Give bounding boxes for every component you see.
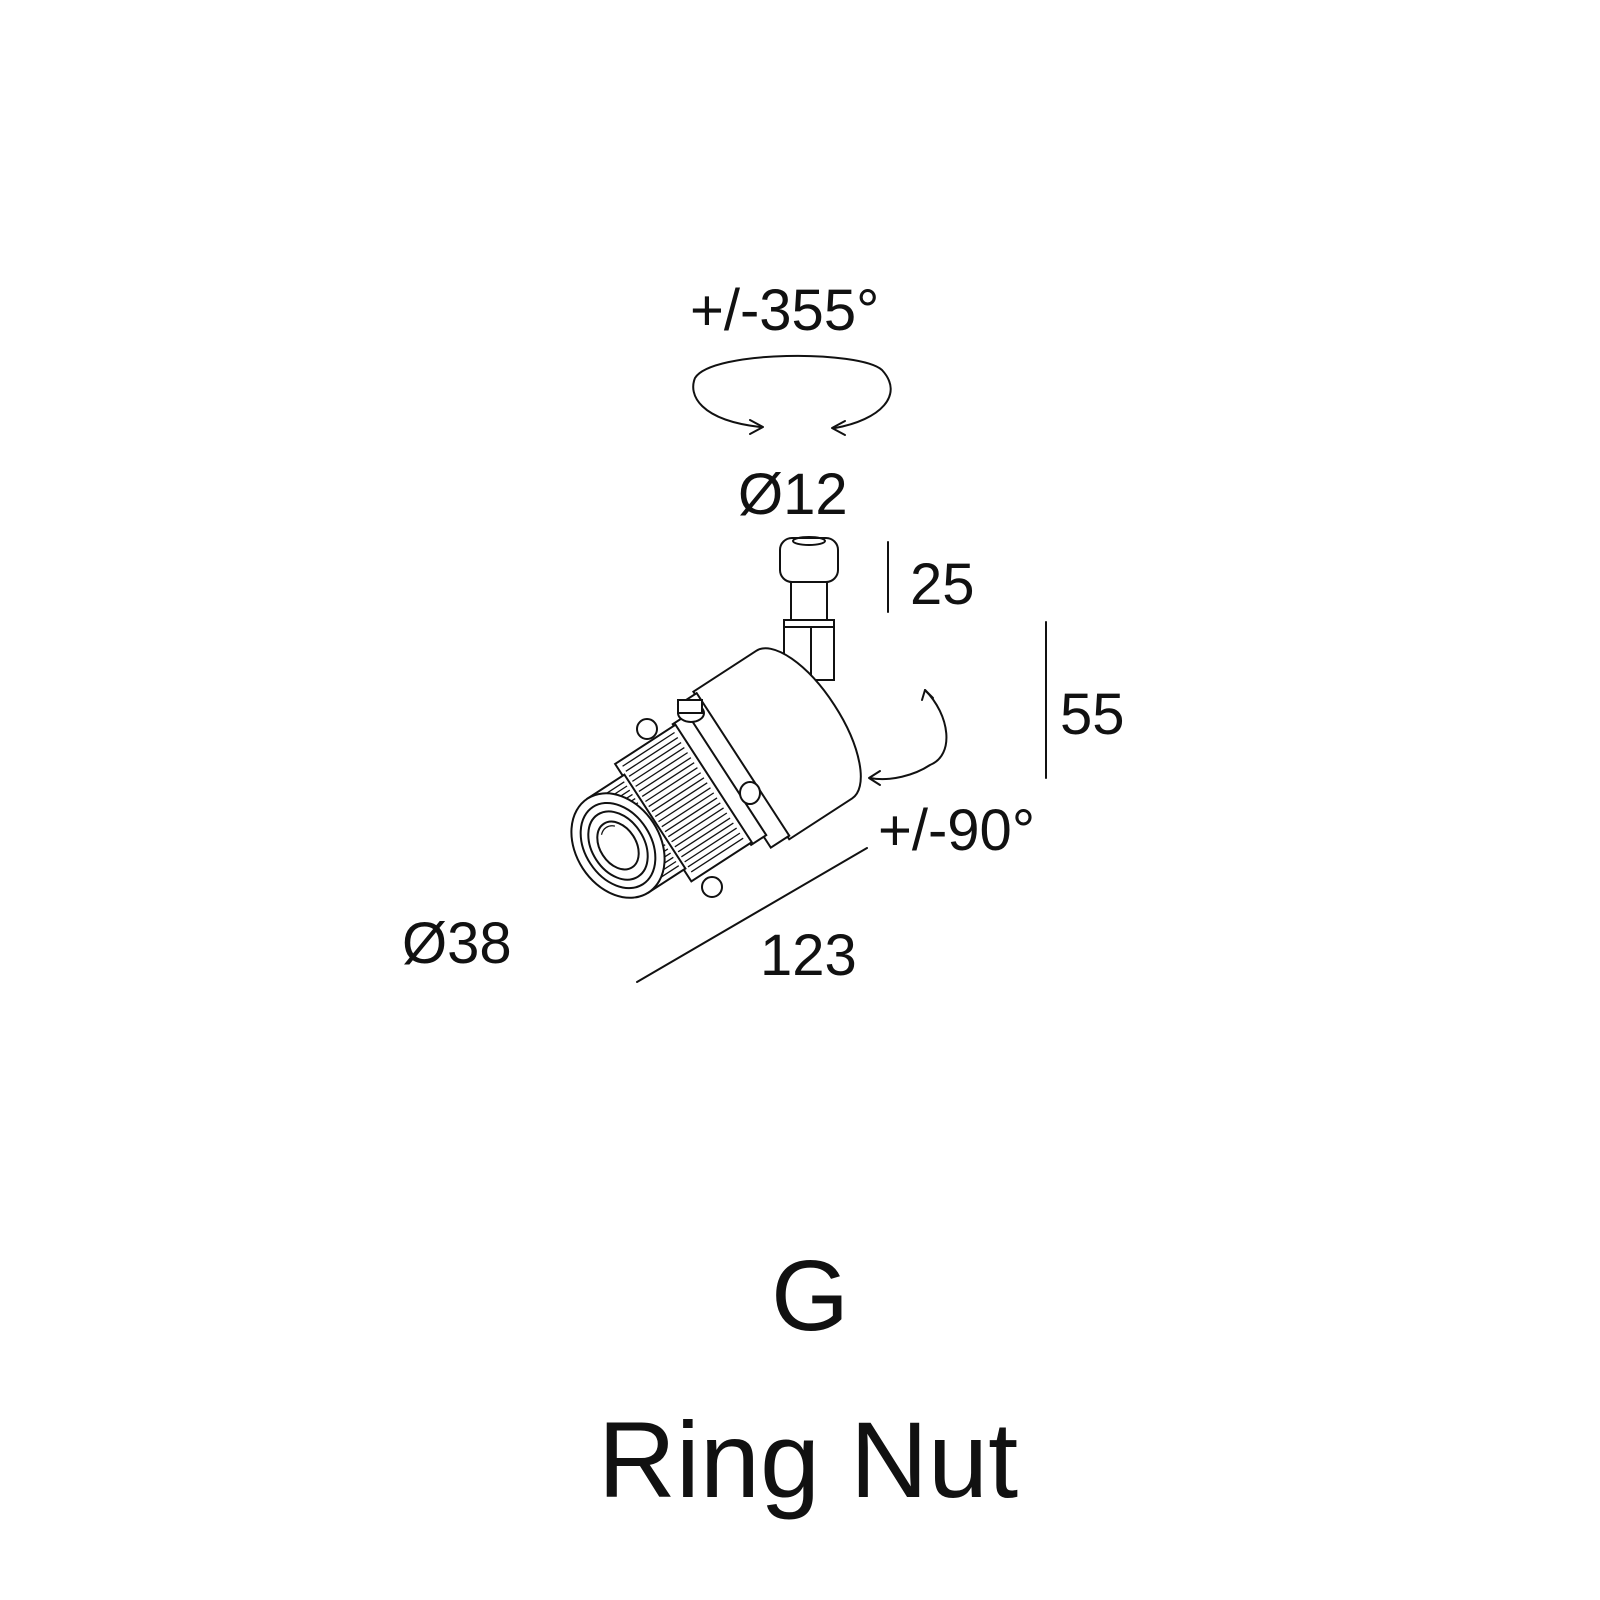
head-diameter-label: Ø38 bbox=[402, 911, 512, 976]
variant-name: Ring Nut bbox=[598, 1399, 1018, 1520]
length-line bbox=[636, 847, 868, 983]
body-height-label: 55 bbox=[1060, 682, 1125, 747]
tilt-rotation-arrow bbox=[868, 689, 948, 786]
pan-rotation-arrow bbox=[692, 354, 892, 436]
pin-height-label: 25 bbox=[910, 552, 975, 617]
tilt-rotation-label: +/-90° bbox=[878, 798, 1035, 863]
variant-code: G bbox=[771, 1240, 849, 1352]
mounting-pin bbox=[779, 536, 839, 681]
length-label: 123 bbox=[760, 923, 857, 988]
pan-rotation-label: +/-355° bbox=[690, 278, 879, 343]
adjustment-screws bbox=[636, 699, 761, 898]
spotlight-body bbox=[570, 647, 862, 899]
knurl-outer bbox=[622, 731, 744, 873]
pin-diameter-label: Ø12 bbox=[738, 462, 848, 527]
